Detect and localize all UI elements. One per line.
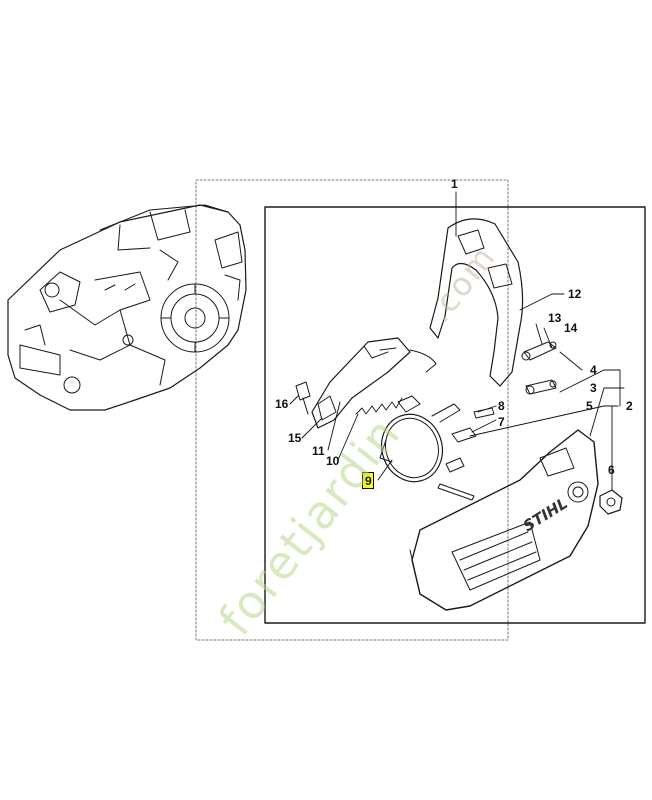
callout-5[interactable]: 5 [586,399,593,413]
part-13-14-links [521,341,557,395]
callout-15[interactable]: 15 [288,431,302,445]
callout-12[interactable]: 12 [568,287,582,301]
callout-3[interactable]: 3 [590,381,597,395]
callout-6[interactable]: 6 [608,463,615,477]
kit-frame [264,206,646,624]
callout-9-highlighted[interactable]: 9 [362,472,374,489]
part-2-sprocket-cover [409,429,599,611]
part-1-brake-lever [429,218,524,387]
part-9-brake-band [379,403,461,483]
callout-7[interactable]: 7 [498,415,505,429]
callout-1[interactable]: 1 [451,177,458,191]
callout-11[interactable]: 11 [312,444,325,458]
callout-2[interactable]: 2 [626,399,633,413]
engine-overview-drawing [7,204,247,411]
part-11-15-brake-mechanism [295,337,437,429]
callout-13[interactable]: 13 [548,311,562,325]
callout-8[interactable]: 8 [498,399,505,413]
callout-10[interactable]: 10 [326,454,340,468]
leader-lines [289,191,625,491]
callout-14[interactable]: 14 [564,321,578,335]
callout-16[interactable]: 16 [275,397,289,411]
part-6-nut [599,489,623,515]
dotted-assembly-frame [195,179,509,641]
callout-4[interactable]: 4 [590,363,597,377]
part-10-spring [355,397,403,415]
